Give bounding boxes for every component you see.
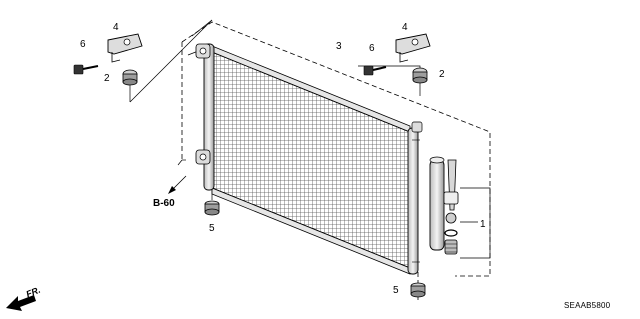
condenser-right-tank xyxy=(407,121,423,275)
callout-nut-left: 2 xyxy=(104,73,110,84)
cushion-bottom xyxy=(410,282,426,298)
callout-cushion-bottom: 5 xyxy=(393,285,399,296)
bolt-left xyxy=(73,64,99,75)
drawing-code: SEAAB5800 xyxy=(564,301,611,310)
callout-condenser: 3 xyxy=(336,41,342,52)
bracket-left xyxy=(107,33,143,63)
callout-receiver-parts: 1 xyxy=(480,219,486,230)
callout-bracket-right: 4 xyxy=(402,22,408,33)
condenser-left-tank xyxy=(195,43,215,191)
callout-bolt-right: 6 xyxy=(369,43,375,54)
condenser-core xyxy=(211,45,411,275)
desiccant-element xyxy=(443,159,459,255)
callout-bolt-left: 6 xyxy=(80,39,86,50)
cushion-left xyxy=(204,200,220,216)
bolt-right xyxy=(363,65,387,76)
nut-left xyxy=(122,69,138,86)
callout-bracket-left: 4 xyxy=(113,22,119,33)
nut-right xyxy=(412,67,428,84)
receiver-dryer xyxy=(429,156,445,251)
bracket-right xyxy=(395,33,431,63)
reference-arrow xyxy=(168,175,187,194)
assembly-outline xyxy=(181,21,491,300)
front-arrow-icon xyxy=(6,295,36,311)
callout-cushion-left: 5 xyxy=(209,223,215,234)
callout-nut-right: 2 xyxy=(439,69,445,80)
reference-label: B-60 xyxy=(153,198,175,209)
